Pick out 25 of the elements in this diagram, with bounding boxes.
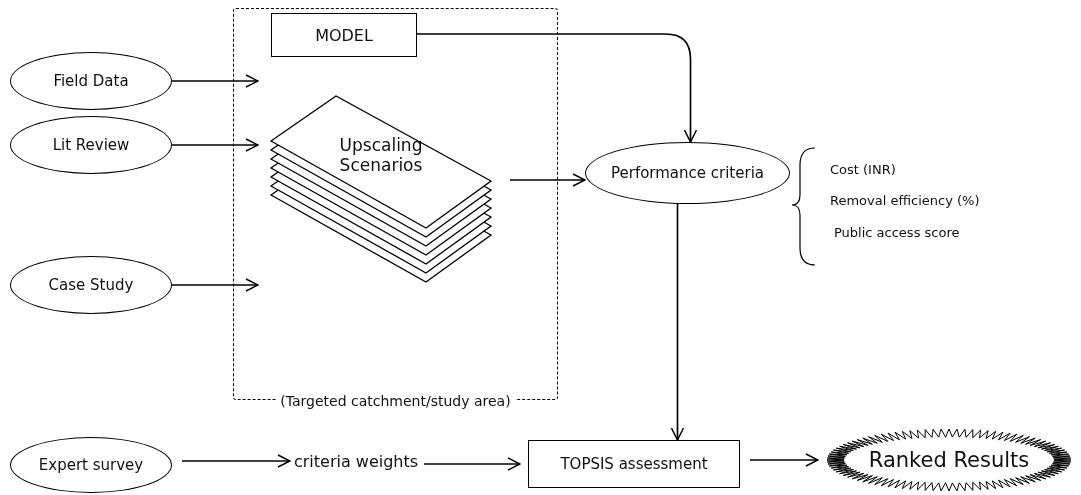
node-label: Case Study — [48, 276, 134, 294]
criterion-label: Public access score — [834, 225, 960, 240]
arrow — [171, 138, 259, 152]
arrow — [423, 457, 521, 471]
arrow — [171, 278, 259, 292]
process-box — [528, 440, 740, 488]
scenario-label: Upscaling Scenarios — [338, 135, 424, 175]
arrow — [509, 173, 586, 187]
arrow — [670, 203, 685, 441]
arrow — [181, 454, 291, 468]
node-label: Field Data — [53, 72, 129, 90]
arrow — [171, 74, 259, 88]
criterion-label: Cost (INR) — [830, 162, 896, 177]
node-label: Expert survey — [38, 456, 144, 474]
area-caption: (Targeted catchment/study area) — [276, 393, 515, 409]
model-box — [271, 13, 417, 57]
criterion-label: Removal efficiency (%) — [830, 193, 980, 208]
edge-text: criteria weights — [293, 451, 419, 471]
node-label: TOPSIS assessment — [560, 455, 708, 473]
node-label: Performance criteria — [610, 164, 764, 182]
arrow — [415, 33, 698, 143]
node-label: MODEL — [315, 25, 373, 45]
node-label: Ranked Results — [868, 448, 1030, 472]
arrow — [749, 453, 819, 467]
node-label: Lit Review — [52, 136, 130, 154]
